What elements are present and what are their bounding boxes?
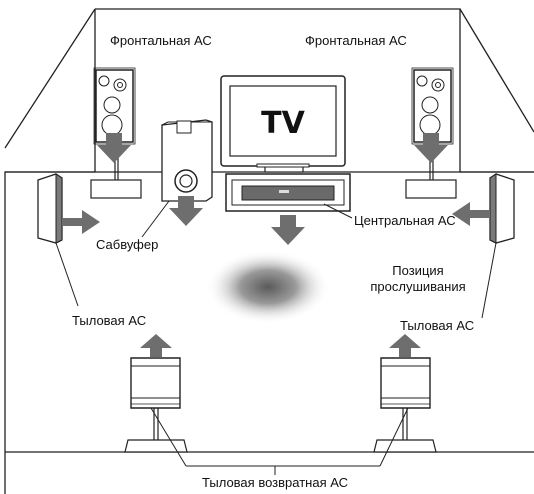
tv-label: TV: [261, 106, 305, 141]
subwoofer: [161, 119, 213, 202]
tv-unit: TV: [220, 75, 346, 173]
surround-back-label: Тыловая возвратная АС: [202, 475, 348, 490]
front-left-label: Фронтальная АС: [110, 33, 212, 48]
front-right-label: Фронтальная АС: [305, 33, 407, 48]
surround-back-left-speaker: [124, 357, 188, 453]
surround-back-left-arrow: [140, 334, 172, 357]
surround-back-right-arrow: [389, 334, 421, 357]
surround-right-arrow: [452, 202, 490, 226]
listening-position-label-line1: Позиция: [392, 263, 443, 278]
center-speaker: [225, 173, 351, 212]
surround-back-right-speaker: [373, 357, 437, 453]
surround-right-speaker: [489, 173, 515, 244]
center-label: Центральная АС: [354, 213, 456, 228]
listening-position-label-line2: прослушивания: [370, 279, 465, 294]
center-arrow: [271, 215, 305, 245]
listening-position-area: [206, 250, 330, 324]
surround-left-label: Тыловая АС: [72, 313, 146, 328]
leader-lines: [55, 200, 497, 475]
front-left-speaker: [90, 67, 142, 199]
front-right-speaker: [405, 67, 457, 199]
surround-right-label: Тыловая АС: [400, 318, 474, 333]
subwoofer-label: Сабвуфер: [96, 237, 158, 252]
surround-left-arrow: [62, 210, 100, 234]
surround-left-speaker: [37, 173, 63, 244]
